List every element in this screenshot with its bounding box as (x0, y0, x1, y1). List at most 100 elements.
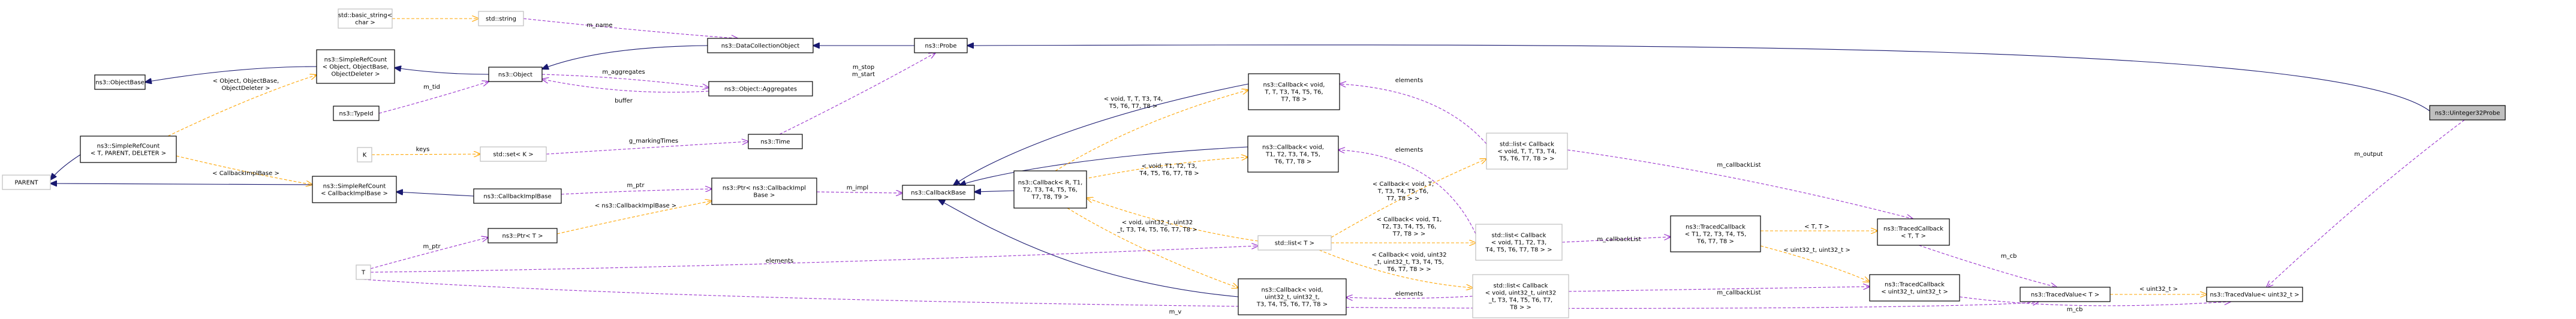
edge-tracedcallback-3-to-tracedvalue-u (1959, 296, 2231, 306)
edge-tracedcallback-1-to-tracedcallback-3 (1760, 245, 1870, 282)
node-src-cbimpl[interactable]: ns3::SimpleRefCount< CallbackImplBase > (312, 176, 397, 203)
edge-label-list-to-cb1: < Callback< void, T, (1373, 181, 1434, 188)
node-list-cb1[interactable]: std::list< Callback< void, T, T, T3, T4,… (1486, 133, 1568, 170)
node-list-cb3[interactable]: std::list< Callback< void, uint32_t, uin… (1472, 274, 1569, 318)
node-label: ns3::TracedCallback (1883, 226, 1943, 233)
node-label: ns3::Callback< void, (1263, 82, 1325, 89)
edge-list-cb3-to-callback-uint32 (1346, 296, 1473, 299)
edge-label-m-stop-start: m_stop (853, 64, 874, 71)
node-box (1670, 215, 1761, 252)
edge-label-tc-uint32: < uint32_t, uint32_t > (1783, 247, 1850, 254)
node-callbackimplbase[interactable]: ns3::CallbackImplBase (473, 188, 562, 204)
edge-t-to-list-t (370, 246, 1258, 273)
node-box (711, 177, 817, 205)
node-label: std::list< Callback (1492, 233, 1546, 239)
edge-label-r-to-void1: < void, T, T, T3, T4, (1104, 96, 1163, 103)
node-box (707, 38, 814, 53)
node-label: ns3::CallbackImplBase (483, 194, 551, 200)
node-label: T6, T7, T8 > (1274, 159, 1312, 165)
node-callback-void-1[interactable]: ns3::Callback< void,T, T, T3, T4, T5, T6… (1248, 73, 1340, 110)
edge-label-r-to-uint32: < void, uint32_t, uint32 (1122, 219, 1193, 226)
edge-label-list-to-cb2: T7, T8 > > (1392, 231, 1425, 237)
edge-label-elements-2: elements (1395, 147, 1423, 154)
node-basic-string[interactable]: std::basic_string<char > (338, 8, 393, 29)
edge-label-m-output: m_output (2354, 151, 2383, 158)
node-label: T4, T5, T6, T7, T8 > > (1485, 247, 1552, 254)
node-ptr-t[interactable]: ns3::Ptr< T > (487, 228, 558, 243)
node-callback-uint32[interactable]: ns3::Callback< void,uint32_t, uint32_t,T… (1238, 278, 1347, 315)
node-tracedcallback-2[interactable]: ns3::TracedCallback< T, T > (1877, 218, 1950, 246)
node-box (2020, 287, 2111, 302)
node-callback-void-2[interactable]: ns3::Callback< void,T1, T2, T3, T4, T5,T… (1247, 136, 1339, 173)
edge-label-tv-uint32: < uint32_t > (2139, 286, 2178, 293)
edge-src-t-to-src-cbimpl (176, 155, 312, 185)
edge-label-cbimpl-ptr-template: < ns3::CallbackImplBase > (595, 203, 676, 209)
node-label: ns3::Callback< void, (1262, 145, 1324, 151)
node-label: ns3::TracedCallback (1686, 224, 1746, 231)
node-tracedvalue-t[interactable]: ns3::TracedValue< T > (2020, 287, 2111, 302)
node-label: ns3::CallbackBase (911, 190, 965, 197)
node-tracedvalue-u[interactable]: ns3::TracedValue< uint32_t > (2206, 287, 2303, 302)
node-list-cb2[interactable]: std::list< Callback< void, T1, T2, T3,T4… (1475, 224, 1563, 261)
edge-object-to-src-object (395, 68, 489, 75)
node-box (1869, 274, 1960, 302)
node-tracedcallback-3[interactable]: ns3::TracedCallback< uint32_t, uint32_t … (1869, 274, 1960, 302)
node-ptr-cbimpl[interactable]: ns3::Ptr< ns3::CallbackImplBase > (711, 177, 817, 205)
node-string[interactable]: std::string (478, 11, 524, 26)
node-k[interactable]: K (357, 147, 372, 162)
node-objectbase[interactable]: ns3::ObjectBase (94, 74, 146, 90)
node-datacollectionobject[interactable]: ns3::DataCollectionObject (707, 38, 814, 53)
edge-label-elements-3: elements (766, 258, 793, 264)
node-src-object[interactable]: ns3::SimpleRefCount< Object, ObjectBase,… (316, 49, 395, 84)
node-t[interactable]: T (356, 264, 371, 280)
node-uinteger32probe[interactable]: ns3::Uinteger32Probe (2429, 105, 2506, 121)
edge-label-keys: keys (416, 146, 430, 153)
node-set-k[interactable]: std::set< K > (480, 146, 547, 162)
node-aggregates[interactable]: ns3::Object::Aggregates (708, 81, 813, 97)
node-box (478, 11, 524, 26)
edge-callback-r-to-callbackbase (974, 191, 1015, 192)
node-src-t[interactable]: ns3::SimpleRefCount< T, PARENT, DELETER … (80, 136, 177, 163)
node-box (338, 8, 393, 29)
edge-callback-void-2-to-callbackbase (959, 146, 1248, 185)
edge-time-to-probe (779, 53, 935, 135)
edge-t-to-tracedvalue-t (363, 279, 2039, 309)
edge-list-t-to-list-cb3 (1319, 249, 1473, 288)
node-box (1013, 170, 1087, 209)
node-label: ns3::TracedValue< T > (2031, 292, 2099, 299)
node-label: K (363, 152, 367, 159)
node-object[interactable]: ns3::Object (488, 67, 543, 82)
node-tracedcallback-1[interactable]: ns3::TracedCallback< T1, T2, T3, T4, T5,… (1670, 215, 1761, 252)
edge-src-cbimpl-to-parent (50, 183, 313, 185)
node-list-t[interactable]: std::list< T > (1257, 235, 1332, 251)
node-callbackbase[interactable]: ns3::CallbackBase (902, 185, 975, 200)
node-box (312, 176, 397, 203)
node-probe[interactable]: ns3::Probe (914, 38, 968, 53)
edge-label-m-callbacklist-1: m_callbackList (1717, 162, 1761, 168)
node-label: ns3::Uinteger32Probe (2435, 110, 2500, 117)
node-box (357, 147, 372, 162)
edge-callback-uint32-to-callbackbase (938, 200, 1239, 297)
node-label: ns3::DataCollectionObject (721, 43, 800, 50)
node-callback-r[interactable]: ns3::Callback< R, T1,T2, T3, T4, T5, T6,… (1013, 170, 1087, 209)
node-label: T6, T7, T8 > (1696, 239, 1734, 245)
node-label: < Object, ObjectBase, (323, 64, 389, 71)
node-label: T2, T3, T4, T5, T6, (1022, 187, 1078, 194)
node-box (1248, 73, 1340, 110)
node-label: ObjectDeleter > (331, 71, 380, 78)
node-parent[interactable]: PARENT (2, 174, 51, 190)
edge-list-cb2-to-tracedcallback-1 (1561, 237, 1671, 243)
node-time[interactable]: ns3::Time (748, 134, 803, 149)
node-label: < CallbackImplBase > (321, 191, 388, 197)
node-box (333, 106, 380, 121)
node-label: ns3::ObjectBase (95, 80, 145, 86)
node-box (2, 174, 51, 190)
edge-label-g-markingtimes: g_markingTimes (629, 138, 678, 145)
edge-datacollectionobject-to-object (542, 45, 708, 69)
edge-string-to-datacollectionobject (523, 18, 738, 38)
node-label: ns3::Callback< R, T1, (1018, 180, 1083, 186)
edge-label-m-cb-1: m_cb (2001, 253, 2017, 260)
node-label: ns3::Ptr< ns3::CallbackImpl (723, 185, 806, 192)
node-typeid[interactable]: ns3::TypeId (333, 106, 380, 121)
